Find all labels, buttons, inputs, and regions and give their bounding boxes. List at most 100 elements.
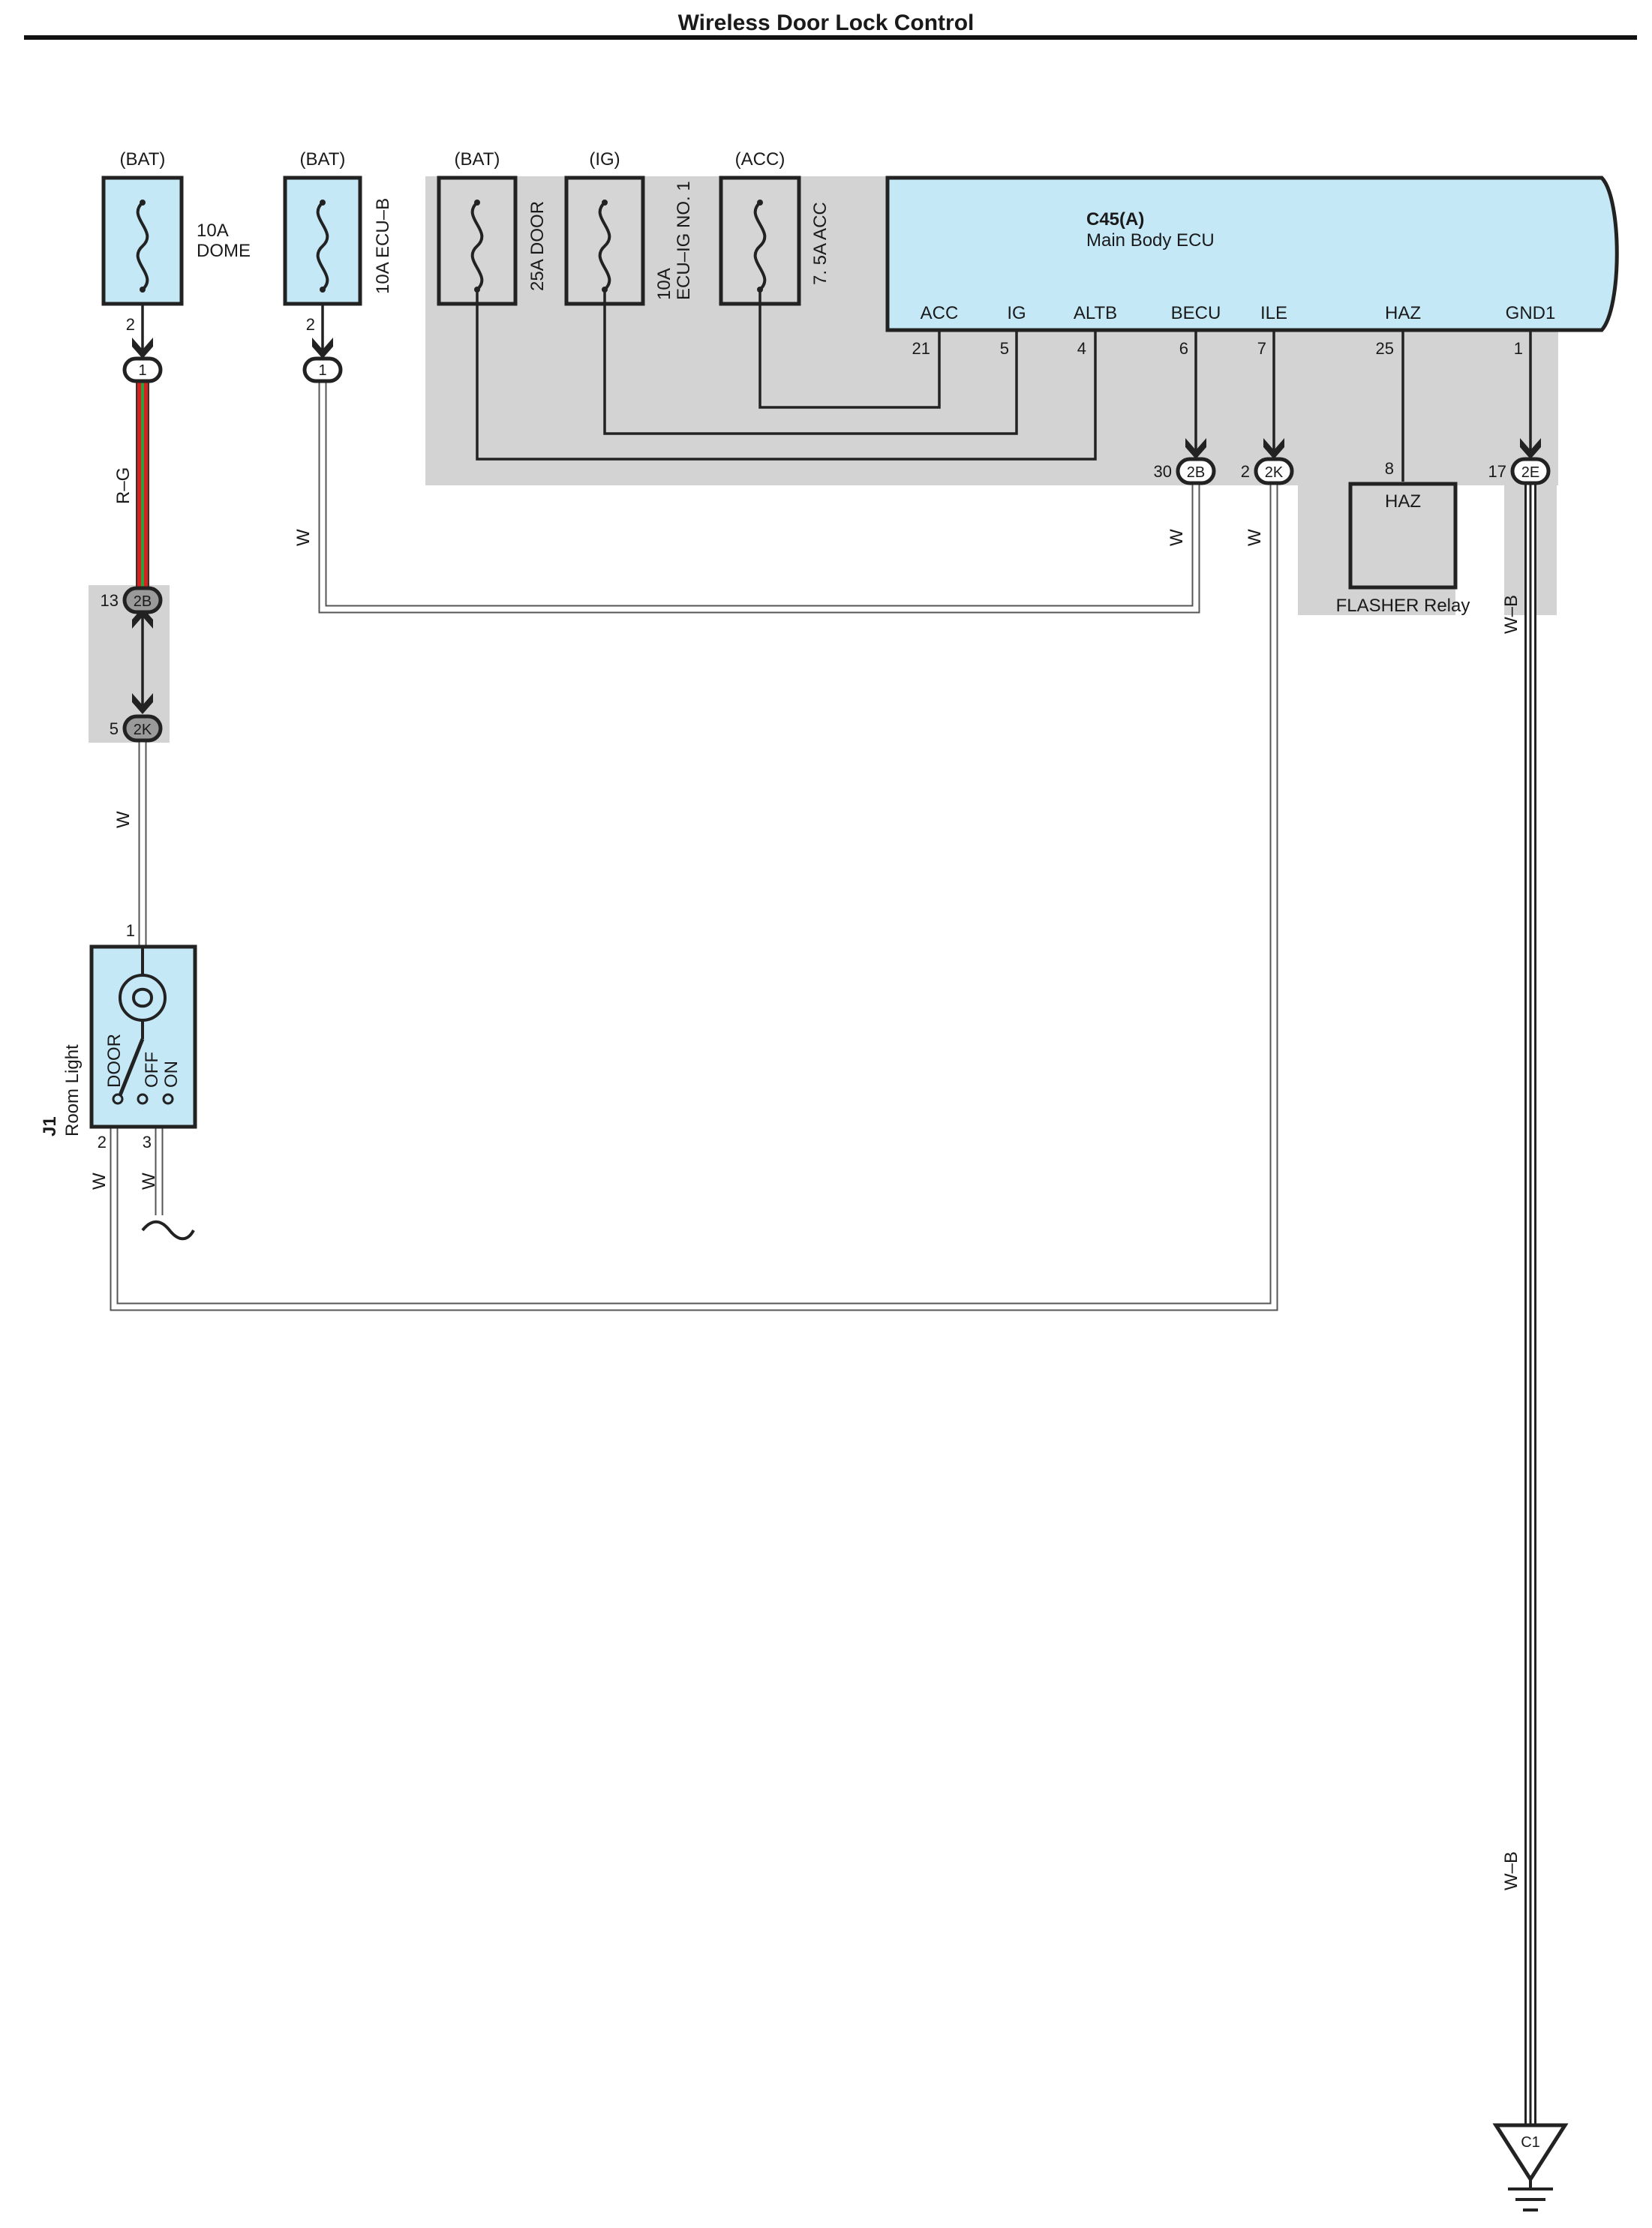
fuse-ecu-b: (BAT) 10A ECU–B (283, 149, 393, 306)
wire-acc-feed (758, 290, 941, 409)
svg-text:13: 13 (101, 591, 119, 610)
fuse-ecu-ig-source: (IG) (589, 149, 620, 170)
fuse-dome-pin: 2 (126, 315, 135, 334)
connector-2b-ecu (1176, 457, 1216, 485)
ecu-terminal-altb: ALTB (1074, 303, 1117, 323)
wire-label-w: W (1167, 529, 1187, 546)
flasher-relay-box (1348, 482, 1458, 590)
room-light-pin-3: 3 (143, 1133, 152, 1152)
w-wires (110, 379, 1278, 1311)
flasher-terminal: HAZ (1385, 491, 1421, 512)
room-light-pin-1: 1 (126, 921, 135, 940)
rg-wire (136, 379, 149, 591)
wire-label-rg: R–G (113, 467, 134, 504)
fuse-door-label: 25A DOOR (527, 201, 548, 291)
fuse-dome-rating: 10A (197, 221, 229, 241)
ecu-terminal-ile: ILE (1260, 303, 1287, 323)
wire-label-wb: W–B (1501, 595, 1521, 634)
bulb-icon (119, 974, 167, 1022)
tilde-continuation-icon (141, 1220, 195, 1241)
wire-label-w: W (113, 811, 134, 828)
fuse-icon (136, 201, 149, 291)
fuse-ecu-ig-name: ECU–IG NO. 1 (674, 181, 694, 300)
connector-2k-ecu (1254, 457, 1294, 485)
fuse-dome-name: DOME (197, 241, 251, 261)
svg-text:2B: 2B (1187, 464, 1205, 481)
power-feed-wires (476, 290, 1097, 461)
wire-label-w: W (1245, 529, 1265, 546)
switch-pos-off: OFF (142, 1052, 162, 1088)
arrow-down-icon (1520, 438, 1541, 459)
ecu-pin-becu: 6 (1179, 339, 1188, 358)
ecu-output-wires (1194, 330, 1532, 482)
fuse-ecu-ig-body (564, 176, 645, 306)
ecu-terminal-gnd1: GND1 (1506, 303, 1556, 323)
arrow-down-icon (132, 693, 153, 714)
svg-text:2K: 2K (1265, 464, 1284, 481)
wire-ig-feed (603, 290, 1018, 435)
switch-pos-on: ON (161, 1061, 182, 1088)
wire-color-labels: R–G W W W W W W W–B W–B (89, 467, 1521, 1890)
ecu-terminal-ig: IG (1007, 303, 1026, 323)
main-body-ecu: C45(A) Main Body ECU ACC IG ALTB BECU IL… (885, 176, 1619, 358)
svg-text:30: 30 (1154, 462, 1172, 481)
svg-text:2: 2 (1241, 462, 1250, 481)
arrow-down-icon (132, 338, 153, 359)
ecu-terminal-haz: HAZ (1385, 303, 1421, 323)
connector-2k-left (122, 714, 163, 743)
arrow-down-icon (1263, 438, 1284, 459)
connector-ecub-out (302, 356, 343, 383)
fuse-acc-source: (ACC) (735, 149, 785, 170)
room-light-pin-2: 2 (98, 1133, 107, 1152)
ecu-pin-gnd1: 1 (1514, 339, 1523, 358)
room-light: 1 DOOR OFF ON J1 Room Light 2 3 (40, 921, 197, 1241)
fuse-acc: (ACC) 7. 5A ACC (719, 149, 831, 306)
fuse-door: (BAT) 25A DOOR (437, 149, 548, 306)
room-light-name: Room Light (62, 1044, 83, 1137)
fuse-dome: (BAT) 10A DOME (101, 149, 251, 306)
connectors: 1 1 2B 30 2K 2 2E 17 2B 13 2K 5 (101, 356, 1551, 743)
fuse-icon (316, 201, 329, 291)
switch-pos-door: DOOR (104, 1034, 125, 1088)
fuse-ecu-ig: (IG) 10A ECU–IG NO. 1 (564, 149, 694, 306)
ground-triangle-icon (1492, 2123, 1569, 2183)
arrow-down-icon (312, 338, 333, 359)
fuse-door-source: (BAT) (455, 149, 500, 170)
ecu-name: Main Body ECU (1086, 230, 1215, 251)
svg-text:1: 1 (318, 362, 326, 379)
ground-label: C1 (1521, 2134, 1540, 2151)
fuse-icon (470, 201, 484, 291)
fuse-door-body (437, 176, 518, 306)
wire-label-wb: W–B (1501, 1851, 1521, 1890)
ecu-pin-ile: 7 (1257, 339, 1266, 358)
wire-label-w: W (139, 1173, 159, 1190)
connector-2b-left (122, 586, 163, 614)
svg-text:2E: 2E (1521, 464, 1539, 481)
ecu-id: C45(A) (1086, 209, 1144, 230)
ecu-terminal-acc: ACC (921, 303, 959, 323)
fuse-dome-body (101, 176, 184, 306)
fuse-acc-label: 7. 5A ACC (810, 202, 831, 285)
svg-text:5: 5 (110, 719, 119, 738)
fuse-ecu-b-body (283, 176, 362, 306)
ecu-pin-acc: 21 (912, 339, 930, 358)
svg-text:1: 1 (138, 362, 146, 379)
fuse-icon (753, 201, 767, 291)
wire-label-w: W (89, 1173, 110, 1190)
fuse-ecu-b-label: 10A ECU–B (373, 198, 393, 294)
arrow-down-icon (1185, 438, 1206, 459)
svg-text:2B: 2B (134, 593, 152, 610)
wire-label-w: W (293, 529, 314, 546)
wire-altb-feed (476, 290, 1097, 461)
ecu-terminal-becu: BECU (1171, 303, 1221, 323)
svg-text:2K: 2K (134, 722, 152, 738)
fuse-dome-source: (BAT) (120, 149, 166, 170)
ecu-pin-haz: 25 (1376, 339, 1394, 358)
svg-text:17: 17 (1488, 462, 1506, 481)
ecu-body (885, 176, 1619, 332)
connector-dome-out (122, 356, 163, 383)
ecu-pin-ig: 5 (1000, 339, 1009, 358)
ecu-pin-altb: 4 (1077, 339, 1086, 358)
flasher-pin: 8 (1385, 459, 1394, 478)
